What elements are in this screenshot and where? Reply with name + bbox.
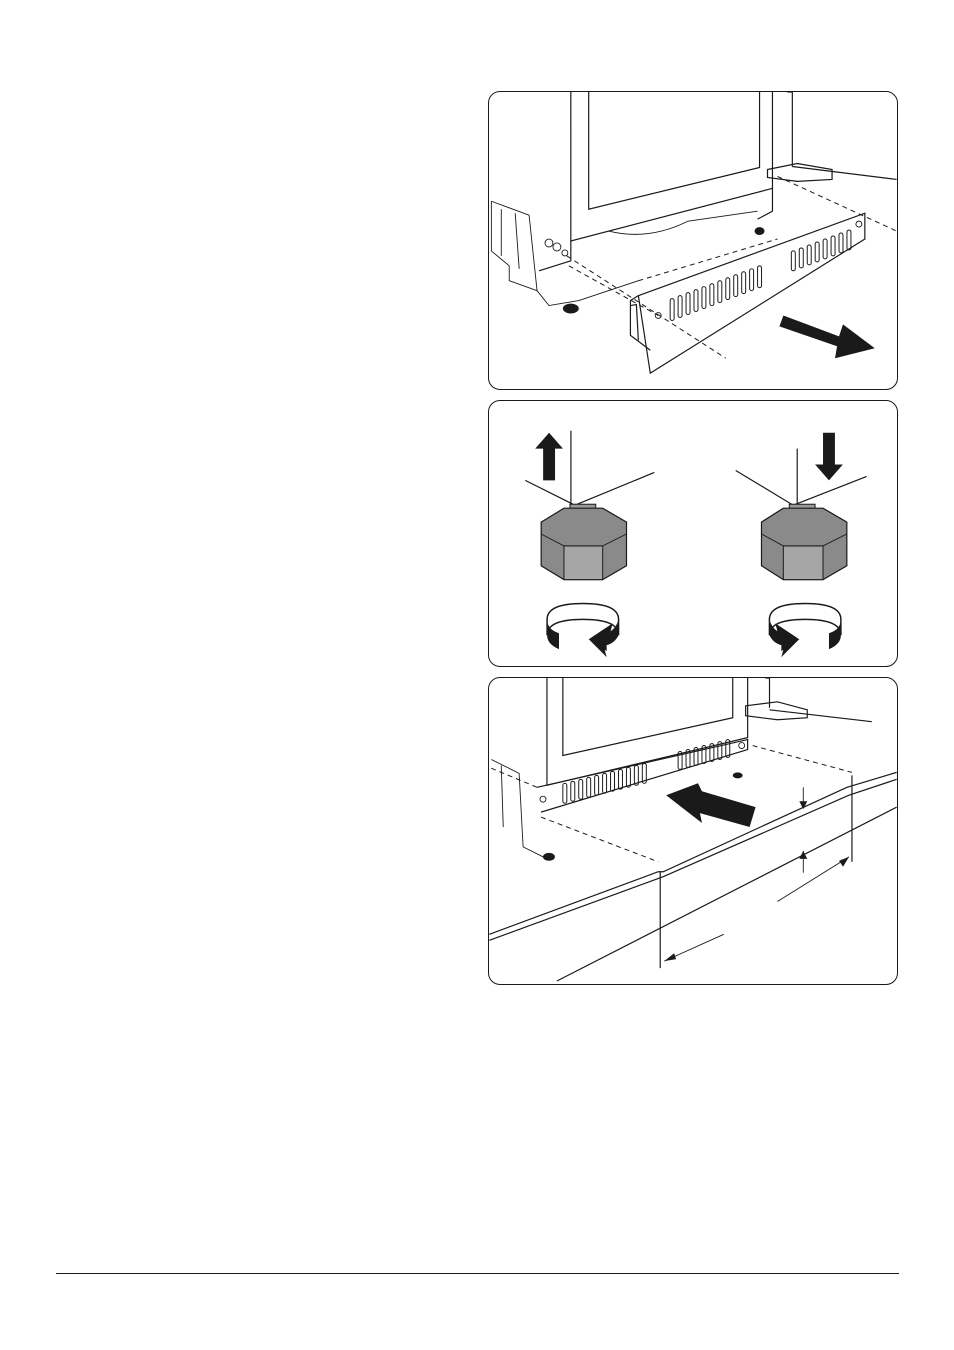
figure-remove-plinth xyxy=(488,91,898,390)
adjustable-foot-raise-icon xyxy=(525,431,654,580)
rotate-clockwise-arrow-icon xyxy=(547,603,618,657)
rotate-counterclockwise-arrow-icon xyxy=(769,603,840,657)
arrow-push-in-icon xyxy=(666,783,755,827)
adjust-feet-illustration xyxy=(489,401,897,666)
footer-rule xyxy=(56,1273,899,1274)
refit-plinth-illustration xyxy=(489,678,897,984)
adjustable-foot-lower-icon xyxy=(736,433,867,580)
arrow-right-down-icon xyxy=(779,315,874,358)
plinth-panel-icon xyxy=(630,213,864,373)
figure-adjust-feet xyxy=(488,400,898,667)
remove-plinth-illustration xyxy=(489,92,897,389)
figure-refit-plinth xyxy=(488,677,898,985)
